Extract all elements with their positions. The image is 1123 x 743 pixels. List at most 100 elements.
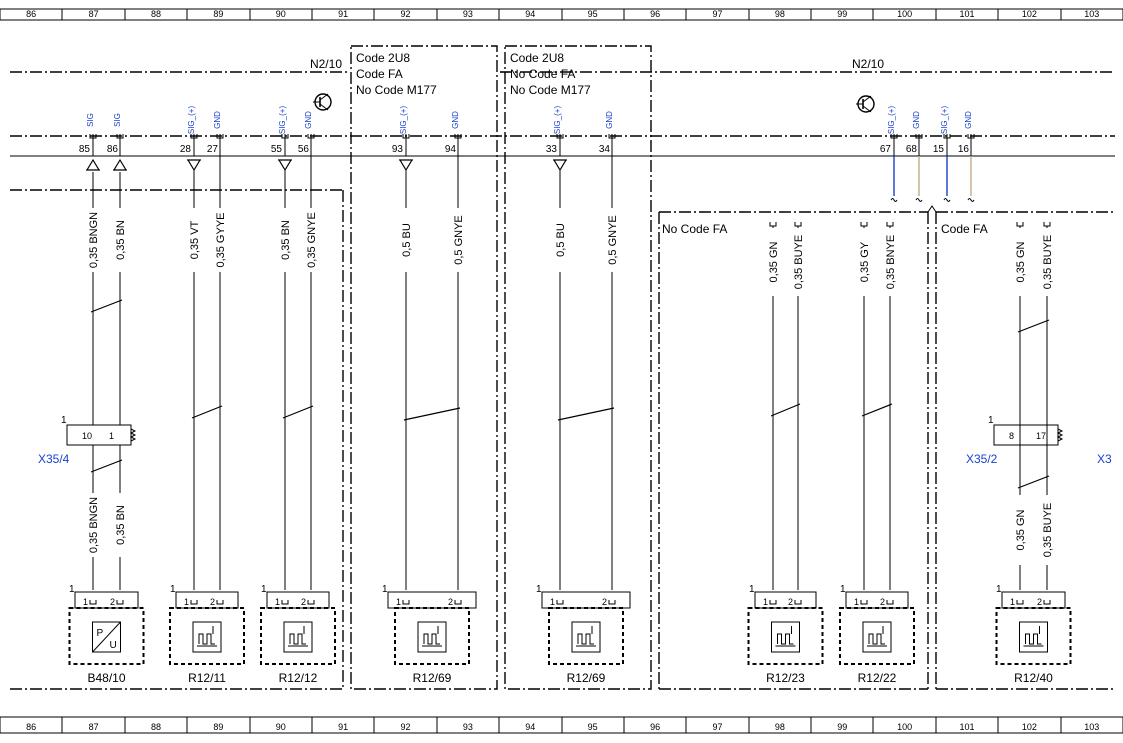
component-pin: 1 (83, 597, 88, 607)
code-box-2u8-fa (350, 45, 498, 690)
ruler-column-label: 95 (588, 9, 598, 19)
cable-bundle-mark (861, 403, 893, 417)
component-pin: 2 (210, 597, 215, 607)
heater-element-icon (288, 626, 308, 647)
ruler-column-label: 97 (712, 9, 722, 19)
ruler-column-label: 95 (588, 722, 598, 732)
component-label: R12/69 (413, 671, 452, 685)
wire-label: 0,35 BN (115, 505, 127, 545)
module-pin: SIG_(+) 55 (271, 106, 289, 156)
ruler-column-label: 97 (712, 722, 722, 732)
ruler-column-label: 86 (26, 722, 36, 732)
pin-number: 34 (599, 144, 611, 155)
ruler-column-label: 103 (1084, 722, 1099, 732)
connector-pin: 8 (1009, 431, 1014, 441)
wire-label: 0,35 BNGN (88, 497, 100, 553)
wave-symbol (915, 198, 923, 202)
component-index: 1 (996, 584, 1002, 595)
component-pin: 2 (301, 597, 306, 607)
pin-signal-label: GND (451, 111, 460, 129)
pin-signal-label: SIG (86, 113, 95, 127)
component-label: R12/22 (858, 671, 897, 685)
pin-number: 27 (207, 144, 219, 155)
module-label-left: N2/10 (310, 57, 342, 71)
component-pin: 2 (1037, 597, 1042, 607)
component-pin: 1 (763, 597, 768, 607)
ruler-column-label: 99 (837, 9, 847, 19)
component-pin: 2 (110, 597, 115, 607)
ruler-column-label: 93 (463, 722, 473, 732)
pin-number: 33 (546, 144, 558, 155)
cable-bundle-mark (1017, 475, 1050, 489)
component-label: R12/23 (766, 671, 805, 685)
pin-signal-label: SIG_(+) (553, 106, 562, 135)
pin-number: 93 (392, 144, 404, 155)
wire-pin (886, 222, 894, 227)
module-label-right: N2/10 (852, 57, 884, 71)
pin-signal-label: SIG_(+) (399, 106, 408, 135)
component-label: B48/10 (87, 671, 125, 685)
component-index: 1 (382, 584, 388, 595)
pin-number: 94 (445, 144, 457, 155)
wire-label: 0,35 BNGN (88, 212, 100, 268)
svg-text:U: U (110, 640, 117, 651)
ruler-column-label: 94 (525, 9, 535, 19)
pin-signal-label: SIG_(+) (278, 106, 287, 135)
heater-element-icon (422, 626, 442, 647)
region-junction (927, 205, 937, 213)
component-pin: 2 (448, 597, 453, 607)
wire-pin (794, 222, 802, 227)
input-marker (85, 158, 101, 171)
module-pin: GND 94 (445, 111, 462, 156)
heater-element-icon (867, 626, 887, 647)
wire-label: 0,35 BUYE (1042, 503, 1054, 557)
wire-label: 0,35 BNYE (885, 235, 897, 289)
ruler-column-label: 98 (775, 722, 785, 732)
heater-element-icon (1023, 626, 1044, 647)
wire-label: 0,35 VT (189, 220, 201, 259)
pin-number: 68 (906, 144, 918, 155)
wire-label: 0,35 GN (1015, 241, 1027, 282)
component-pin: 1 (550, 597, 555, 607)
wave-symbol (890, 198, 898, 202)
pin-number: 55 (271, 144, 283, 155)
output-marker (398, 159, 414, 172)
ruler-column-label: 91 (338, 9, 348, 19)
wire-label: 0,35 BUYE (793, 235, 805, 289)
ruler-column-label: 93 (463, 9, 473, 19)
wire-label: 0,35 GNYE (306, 212, 318, 268)
code-box-text: Code 2U8 (510, 51, 564, 65)
component-pin: 2 (788, 597, 793, 607)
connector-label: X35/4 (38, 452, 70, 466)
component-label: R12/40 (1014, 671, 1053, 685)
ruler-column-label: 101 (960, 722, 975, 732)
connector-pin: 10 (82, 431, 92, 441)
connector-label: X35/2 (966, 452, 998, 466)
component-index: 1 (749, 584, 755, 595)
heater-element-icon (576, 626, 596, 647)
connector-index: 1 (988, 415, 994, 426)
component-index: 1 (170, 584, 176, 595)
component-pin: 1 (184, 597, 189, 607)
ruler-column-label: 94 (525, 722, 535, 732)
code-box-text: Code FA (941, 222, 988, 236)
ruler-column-label: 90 (276, 722, 286, 732)
wire-pin (860, 222, 868, 227)
ruler-column-label: 87 (89, 9, 99, 19)
module-pin: SIG_(+)15 (933, 106, 951, 156)
cable-bundle-mark (557, 407, 615, 421)
ruler-column-label: 88 (151, 9, 161, 19)
ruler-column-label: 103 (1084, 9, 1099, 19)
wire-label: 0,35 GN (1015, 509, 1027, 550)
ruler-column-label: 96 (650, 9, 660, 19)
pin-number: 86 (107, 144, 119, 155)
component-pin: 2 (880, 597, 885, 607)
